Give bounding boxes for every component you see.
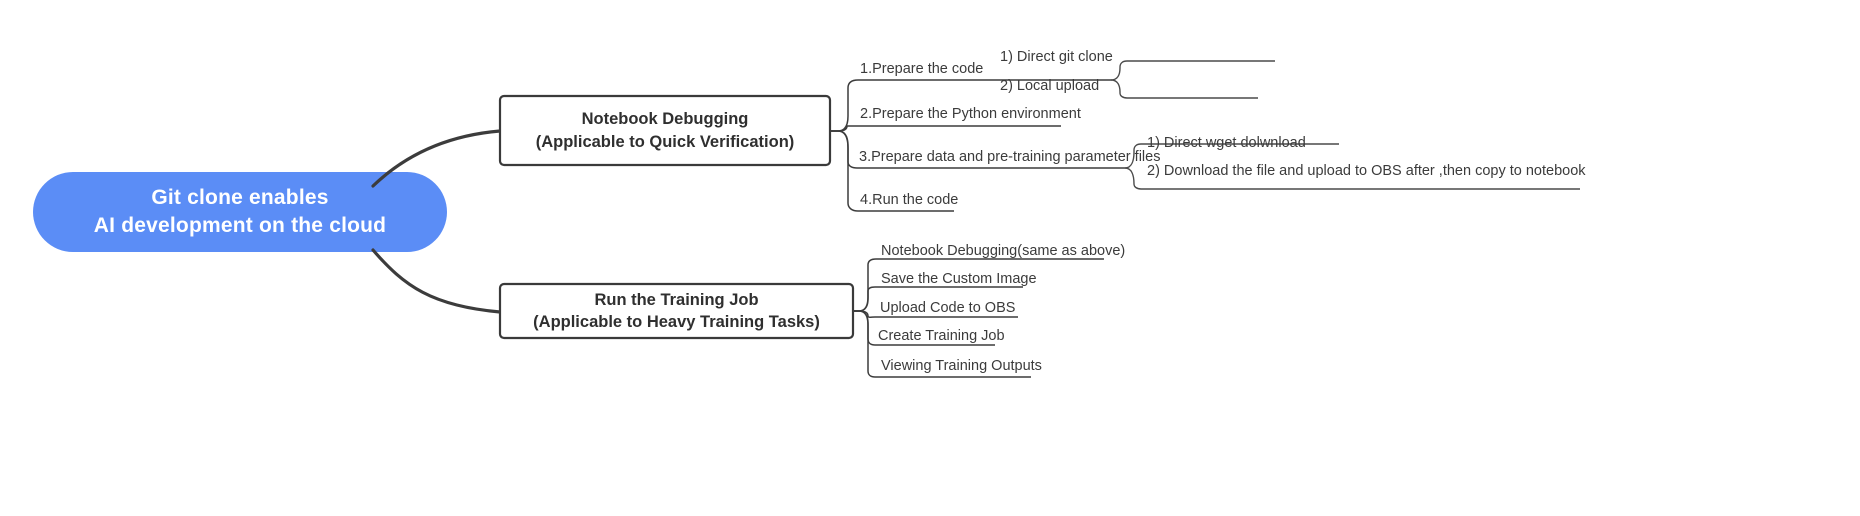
label-create-training-job[interactable]: Create Training Job (878, 328, 1005, 344)
label-direct-wget-dolwnload[interactable]: 1) Direct wget dolwnload (1147, 135, 1306, 151)
root-label-line1: Git clone enables (151, 186, 329, 210)
run-the-training-job-title: Run the Training Job (594, 290, 759, 309)
root-node-shape[interactable] (33, 172, 447, 252)
node-run-the-training-job-label[interactable]: Run the Training Job (Applicable to Heav… (500, 284, 853, 338)
label-upload-code-to-obs[interactable]: Upload Code to OBS (880, 300, 1016, 316)
label-prepare-the-python-environment[interactable]: 2.Prepare the Python environment (860, 106, 1081, 122)
node-notebook-debugging-label[interactable]: Notebook Debugging (Applicable to Quick … (500, 96, 830, 165)
connector-run-the-code (830, 130, 954, 212)
root-label-line2: AI development on the cloud (93, 214, 387, 237)
connector-prepare-the-python-environment (830, 125, 1061, 132)
trunk-to-notebook-debugging (371, 129, 502, 188)
label-prepare-the-code[interactable]: 1.Prepare the code (860, 61, 984, 77)
label-save-the-custom-image[interactable]: Save the Custom Image (881, 271, 1037, 287)
run-the-training-job-subtitle: (Applicable to Heavy Training Tasks) (533, 313, 820, 331)
root-node-label[interactable]: Git clone enables AI development on the … (33, 172, 447, 252)
trunk-to-run-the-training-job (371, 248, 502, 314)
label-local-upload[interactable]: 2) Local upload (1000, 78, 1100, 94)
connector-direct-wget-dolwnload (1124, 143, 1339, 169)
label-download-file-upload-obs[interactable]: 2) Download the file and upload to OBS a… (1147, 163, 1586, 179)
label-prepare-data-and-pretraining-parameter-files[interactable]: 3.Prepare data and pre-training paramete… (859, 149, 1161, 165)
label-run-the-code[interactable]: 4.Run the code (860, 192, 959, 208)
connector-save-the-custom-image (853, 286, 1023, 312)
notebook-debugging-title: Notebook Debugging (581, 110, 749, 129)
label-notebook-debugging-same-as-above[interactable]: Notebook Debugging(same as above) (881, 243, 1126, 259)
notebook-debugging-subtitle: (Applicable to Quick Verification) (535, 132, 795, 151)
connector-viewing-training-outputs (853, 310, 1031, 378)
connector-local-upload (1110, 79, 1258, 99)
connector-direct-git-clone (1110, 60, 1275, 81)
label-direct-git-clone[interactable]: 1) Direct git clone (1000, 49, 1113, 65)
label-viewing-training-outputs[interactable]: Viewing Training Outputs (881, 358, 1042, 374)
connector-download-file-upload-obs (1124, 167, 1580, 190)
